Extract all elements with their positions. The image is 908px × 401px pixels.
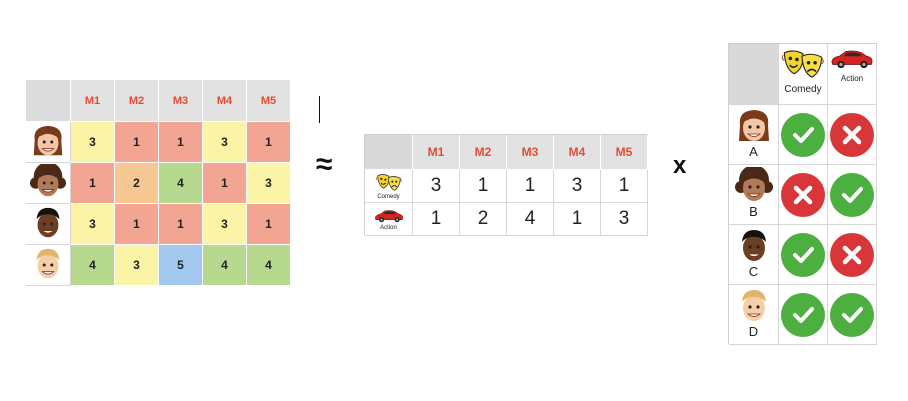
item-row-comedy: Comedy <box>365 170 413 203</box>
user-label: A <box>749 144 758 159</box>
item-corner-cell <box>365 135 413 170</box>
rating-cell: 1 <box>71 163 115 204</box>
boy-blond-icon <box>734 287 774 327</box>
boy-blond-icon <box>29 246 67 284</box>
user-corner-cell <box>729 44 779 105</box>
rating-cell: 4 <box>71 245 115 286</box>
rating-row-avatar <box>26 122 71 163</box>
item-col-header: M2 <box>460 135 507 170</box>
user-row-d: D <box>729 285 779 345</box>
item-col-header: M3 <box>507 135 554 170</box>
user-label: B <box>749 204 758 219</box>
rating-col-header: M1 <box>71 80 115 122</box>
cross-icon <box>830 232 874 277</box>
rating-row-avatar <box>26 163 71 204</box>
rating-cell: 1 <box>115 122 159 163</box>
rating-matrix: M1 M2 M3 M4 M5 3 1 1 3 1 1 2 4 1 3 3 1 1… <box>26 80 292 286</box>
rating-cell: 3 <box>203 204 247 245</box>
rating-cell: 1 <box>115 204 159 245</box>
item-cell: 1 <box>554 203 601 236</box>
woman-curly-hair-icon <box>734 167 774 207</box>
rating-col-header: M2 <box>115 80 159 122</box>
check-icon <box>781 292 825 337</box>
like-cell <box>828 285 877 345</box>
text-cursor <box>319 96 320 123</box>
rating-cell: 3 <box>247 163 291 204</box>
item-cell: 2 <box>460 203 507 236</box>
user-label: D <box>748 324 759 339</box>
genre-label: Comedy <box>784 84 822 95</box>
item-cell: 4 <box>507 203 554 236</box>
item-col-header: M4 <box>554 135 601 170</box>
item-row-label: Comedy <box>377 193 400 200</box>
user-row-c: C <box>729 225 779 285</box>
item-row-label: Action <box>380 224 397 231</box>
theater-masks-icon <box>781 48 825 82</box>
sports-car-icon <box>830 48 874 70</box>
item-cell: 3 <box>554 170 601 203</box>
rating-cell: 4 <box>203 245 247 286</box>
rating-cell: 3 <box>115 245 159 286</box>
woman-red-hair-icon <box>734 107 774 147</box>
like-cell <box>779 285 828 345</box>
rating-cell: 1 <box>203 163 247 204</box>
rating-cell: 4 <box>159 163 203 204</box>
genre-label: Action <box>840 74 864 83</box>
rating-col-header: M3 <box>159 80 203 122</box>
like-cell <box>779 105 828 165</box>
rating-col-header: M4 <box>203 80 247 122</box>
like-cell <box>828 165 877 225</box>
rating-cell: 3 <box>71 204 115 245</box>
user-row-b: B <box>729 165 779 225</box>
like-cell <box>779 165 828 225</box>
rating-cell: 1 <box>159 122 203 163</box>
cross-icon <box>781 172 825 217</box>
rating-cell: 4 <box>247 245 291 286</box>
woman-curly-hair-icon <box>29 164 67 202</box>
sports-car-icon <box>374 208 404 224</box>
man-dark-skin-icon <box>734 227 774 267</box>
rating-col-header: M5 <box>247 80 291 122</box>
rating-cell: 1 <box>159 204 203 245</box>
like-cell <box>828 225 877 285</box>
item-cell: 1 <box>413 203 460 236</box>
rating-cell: 1 <box>247 122 291 163</box>
man-dark-skin-icon <box>29 205 67 243</box>
times-sign: x <box>673 152 687 179</box>
item-col-header: M5 <box>601 135 648 170</box>
rating-row-avatar <box>26 245 71 286</box>
check-icon <box>830 292 874 337</box>
rating-cell: 2 <box>115 163 159 204</box>
check-icon <box>830 172 874 217</box>
item-col-header: M1 <box>413 135 460 170</box>
item-row-action: Action <box>365 203 413 236</box>
rating-cell: 3 <box>71 122 115 163</box>
check-icon <box>781 112 825 157</box>
item-cell: 1 <box>601 170 648 203</box>
rating-row-avatar <box>26 204 71 245</box>
item-cell: 3 <box>413 170 460 203</box>
user-row-a: A <box>729 105 779 165</box>
user-label: C <box>748 264 759 279</box>
user-factor-matrix: Comedy Action A B C D <box>728 43 877 345</box>
theater-masks-icon <box>374 173 404 193</box>
rating-cell: 3 <box>203 122 247 163</box>
approx-sign: ≈ <box>316 148 333 181</box>
check-icon <box>781 232 825 277</box>
rating-cell: 1 <box>247 204 291 245</box>
like-cell <box>779 225 828 285</box>
item-cell: 1 <box>507 170 554 203</box>
woman-red-hair-icon <box>29 123 67 161</box>
item-factor-matrix: M1 M2 M3 M4 M5 Comedy 3 1 1 3 1 Action 1… <box>364 134 648 236</box>
rating-cell: 5 <box>159 245 203 286</box>
cross-icon <box>830 112 874 157</box>
genre-header-comedy: Comedy <box>779 44 828 105</box>
like-cell <box>828 105 877 165</box>
rating-corner-cell <box>26 80 71 122</box>
genre-header-action: Action <box>828 44 877 105</box>
item-cell: 3 <box>601 203 648 236</box>
item-cell: 1 <box>460 170 507 203</box>
